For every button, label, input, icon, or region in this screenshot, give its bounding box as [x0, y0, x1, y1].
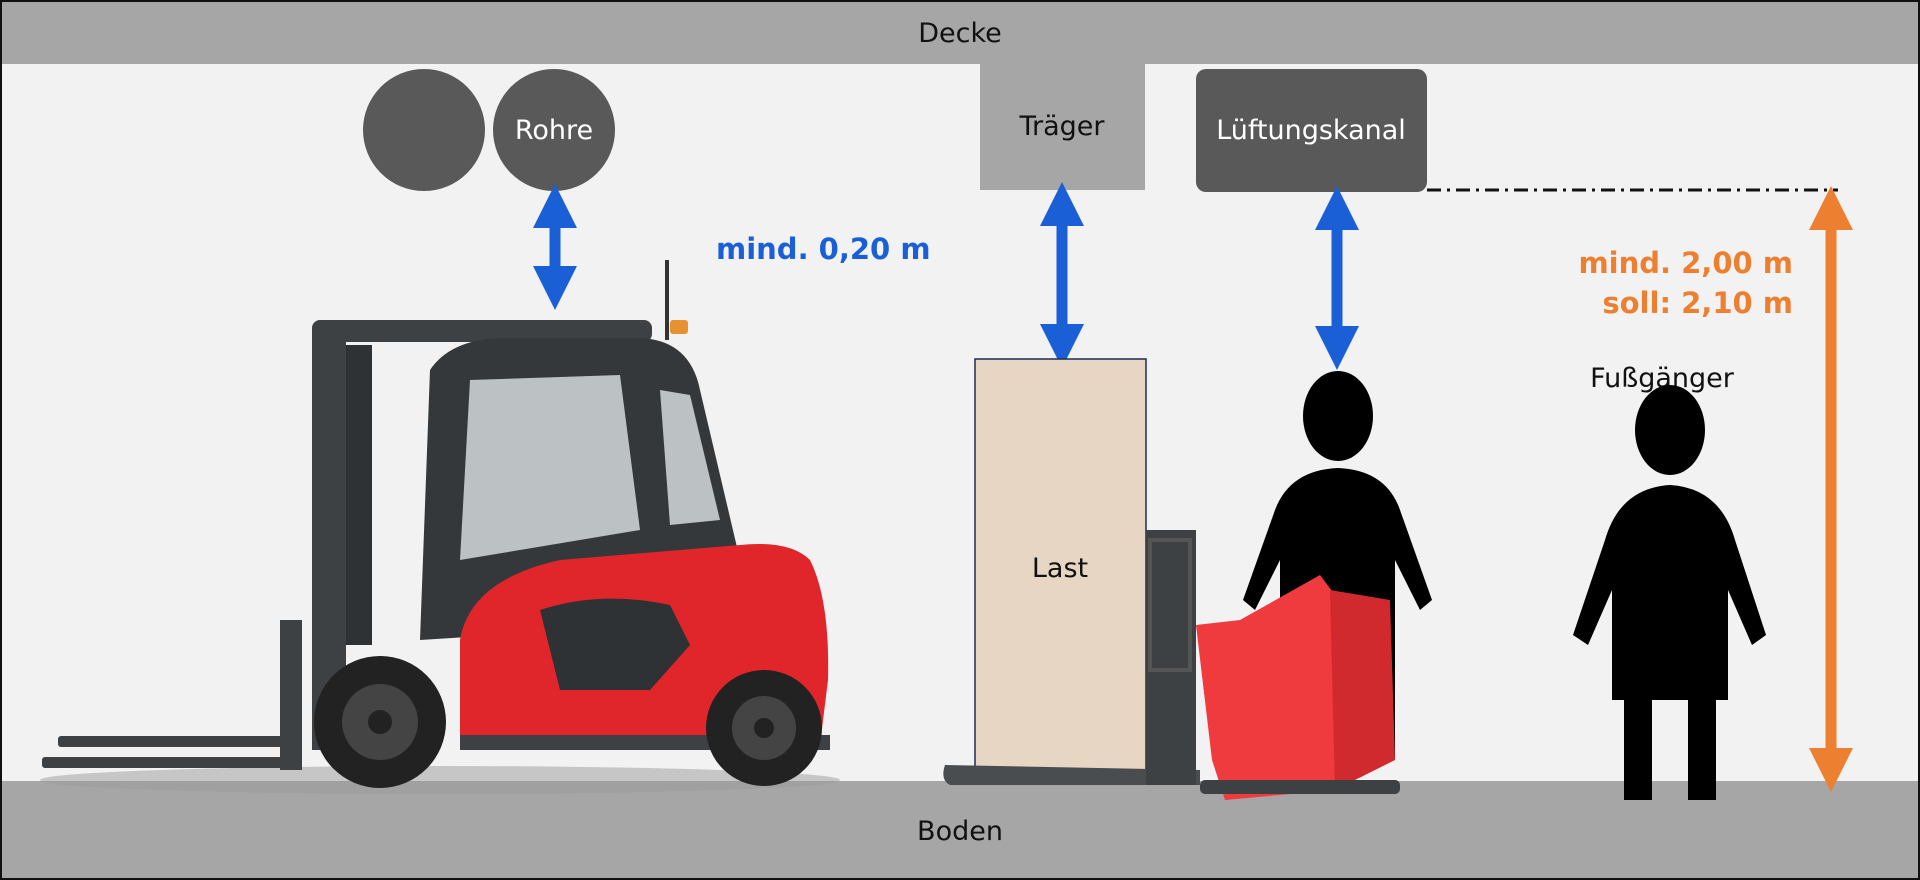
- ceiling: [0, 0, 1920, 64]
- pipes: Rohre: [363, 69, 615, 191]
- pipes-label: Rohre: [515, 115, 593, 146]
- floor-label: Boden: [917, 816, 1003, 847]
- floor: [0, 781, 1920, 880]
- target-walkway-height: soll: 2,10 m: [1602, 286, 1793, 320]
- ventilation-duct: [1196, 69, 1427, 192]
- beam-label: Träger: [1018, 111, 1105, 142]
- ceiling-label: Decke: [918, 18, 1002, 49]
- forklift: [40, 260, 840, 794]
- duct-label: Lüftungskanal: [1216, 115, 1406, 146]
- beam: [980, 60, 1145, 190]
- load-label: Last: [1032, 553, 1088, 584]
- min-walkway-height: mind. 2,00 m: [1578, 246, 1793, 280]
- pallet-truck: [943, 530, 1400, 800]
- min-overhead-clearance: mind. 0,20 m: [716, 232, 931, 266]
- load: [974, 358, 1147, 782]
- pipe: [363, 69, 485, 191]
- pipe: [493, 69, 615, 191]
- pedestrian-silhouette: [1573, 385, 1766, 800]
